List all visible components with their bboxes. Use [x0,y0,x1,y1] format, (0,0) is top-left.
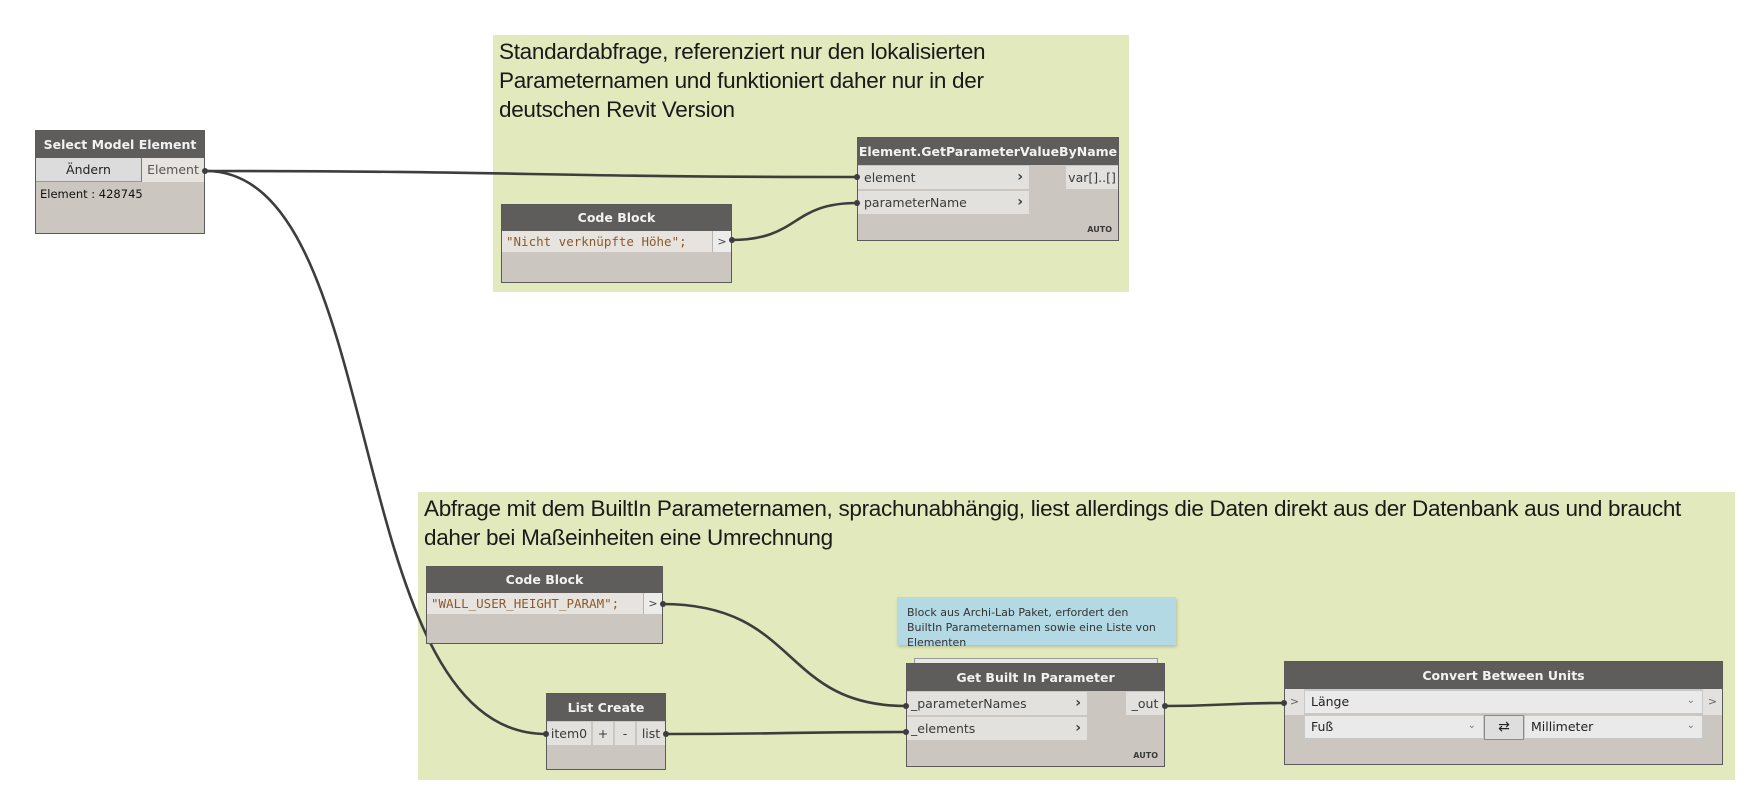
output-port-list[interactable]: list [637,722,665,745]
code-input[interactable]: "WALL_USER_HEIGHT_PARAM"; > [427,593,662,614]
selected-element-value: Element : 428745 [40,187,143,201]
wire-element-to-listcreate[interactable] [205,169,547,736]
node-title: Convert Between Units [1285,662,1722,689]
output-port-var[interactable]: var[]..[] [1066,166,1118,189]
group-title: Standardabfrage, referenziert nur den lo… [499,39,986,122]
group-title: Abfrage mit dem BuiltIn Parameternamen, … [424,496,1682,550]
port-dot [903,729,909,735]
add-input-button[interactable]: + [593,722,613,745]
unit-type-dropdown[interactable]: Länge ⌄ [1304,690,1703,714]
port-dot [1281,700,1287,706]
custom-node-stack-edge [914,658,1158,663]
convert-between-units-node[interactable]: Convert Between Units > > Länge ⌄ Fuß ⌄ … [1284,661,1723,765]
remove-input-button[interactable]: - [615,722,635,745]
chevron-right-icon: › [1017,194,1023,210]
wire-list-to-elements[interactable] [664,730,907,736]
swap-units-button[interactable]: ⇄ [1484,715,1524,740]
code-block-node[interactable]: Code Block "WALL_USER_HEIGHT_PARAM"; > [426,566,663,644]
port-dot [729,237,735,243]
wire-codeblock1-to-parametername[interactable] [730,201,858,242]
port-dot [660,601,666,607]
node-title: Code Block [427,567,662,593]
port-dot [202,168,208,174]
node-title: Code Block [502,205,731,231]
code-block-node[interactable]: Code Block "Nicht verknüpfte Höhe"; > [501,204,732,283]
note[interactable]: Block aus Archi-Lab Paket, erfordert den… [897,597,1176,649]
selected-value: Fuß [1311,719,1334,734]
from-unit-dropdown[interactable]: Fuß ⌄ [1304,715,1484,739]
to-unit-dropdown[interactable]: Millimeter ⌄ [1524,715,1703,739]
selected-value: Länge [1311,694,1350,709]
port-dot [543,731,549,737]
output-port[interactable]: > [1703,689,1722,715]
input-port-parametername[interactable]: parameterName › [858,191,1029,214]
output-port[interactable]: > [643,593,662,614]
output-port[interactable]: > [712,231,731,252]
input-port[interactable]: > [1285,689,1304,715]
port-label: element [864,170,916,185]
node-title: Get Built In Parameter [907,664,1164,691]
change-selection-button[interactable]: Ändern [36,158,142,182]
output-port-out[interactable]: _out [1126,692,1164,715]
chevron-down-icon: ⌄ [1686,720,1695,731]
code-text: "Nicht verknüpfte Höhe"; [506,234,687,249]
port-dot [854,174,860,180]
code-input[interactable]: "Nicht verknüpfte Höhe"; > [502,231,731,252]
selected-value: Millimeter [1531,719,1594,734]
code-text: "WALL_USER_HEIGHT_PARAM"; [431,596,620,611]
chevron-down-icon: ⌄ [1467,720,1476,731]
port-dot [1162,703,1168,709]
lacing-label: AUTO [1133,751,1158,760]
chevron-right-icon: › [1017,169,1023,185]
node-title: Element.GetParameterValueByName [858,138,1118,165]
chevron-right-icon: › [1075,720,1081,736]
chevron-down-icon: ⌄ [1686,695,1695,706]
port-dot [663,731,669,737]
input-port-item0[interactable]: item0 [547,722,591,745]
node-title: Select Model Element [36,131,204,158]
port-label: parameterName [864,195,967,210]
input-port-parameternames[interactable]: _parameterNames › [907,692,1087,715]
wire-codeblock2-to-parameternames[interactable] [661,602,907,708]
input-port-elements[interactable]: _elements › [907,717,1087,740]
get-parameter-value-by-name-node[interactable]: Element.GetParameterValueByName element … [857,137,1119,241]
get-built-in-parameter-node[interactable]: Get Built In Parameter _parameterNames ›… [906,663,1165,767]
node-title: List Create [547,694,665,721]
list-create-node[interactable]: List Create item0 + - list [546,693,666,770]
wire-element-to-getparameter[interactable] [205,169,858,179]
note-text: Block aus Archi-Lab Paket, erfordert den… [907,606,1156,649]
swap-arrows-icon: ⇄ [1498,719,1510,735]
port-dot [854,200,860,206]
lacing-label: AUTO [1087,225,1112,234]
port-label: _elements [911,721,976,736]
select-model-element-node[interactable]: Select Model Element Ändern Element Elem… [35,130,205,234]
port-dot [903,703,909,709]
chevron-right-icon: › [1075,695,1081,711]
output-port-element[interactable]: Element [142,158,204,182]
port-label: _parameterNames [911,696,1027,711]
wire-out-to-convert[interactable] [1163,701,1285,708]
input-port-element[interactable]: element › [858,166,1029,189]
